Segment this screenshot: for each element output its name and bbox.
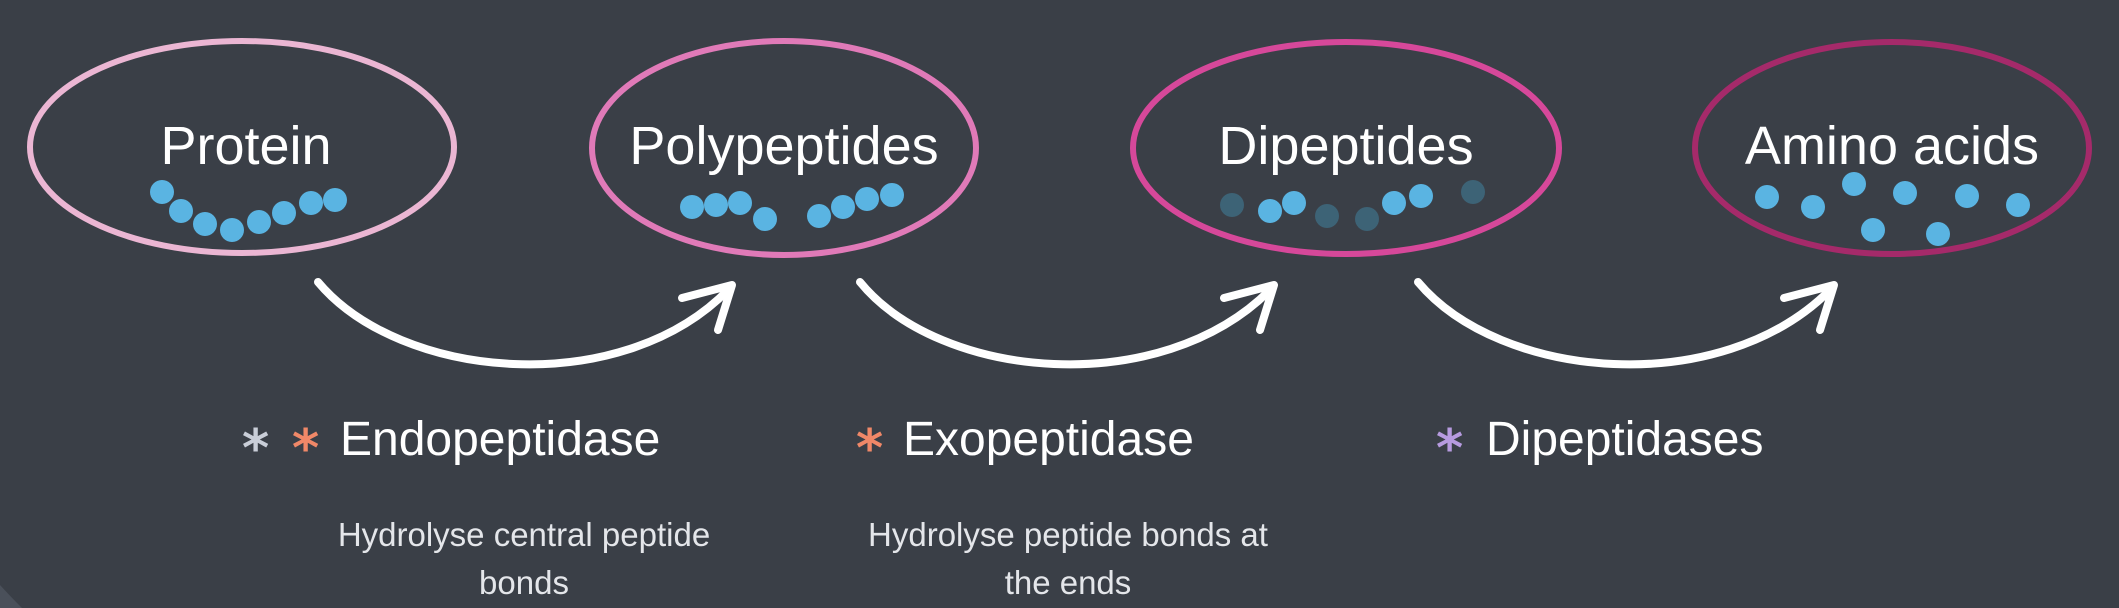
arrow-icon	[856, 278, 1278, 369]
stage-amino-acids: Amino acids	[1692, 39, 2092, 257]
asterisk-icon: *	[856, 419, 883, 479]
amino-acid-dot	[299, 191, 323, 215]
amino-acid-dot	[1893, 181, 1917, 205]
amino-acid-chain	[150, 180, 347, 242]
amino-acid-dot	[169, 199, 193, 223]
enzyme-name: Dipeptidases	[1486, 413, 1764, 466]
removed-amino-acid-dot	[1220, 193, 1244, 217]
amino-acid-dot	[193, 212, 217, 236]
amino-acid-dot	[680, 195, 704, 219]
enzyme-description: bonds	[479, 564, 569, 601]
amino-acid-dot	[1926, 222, 1950, 246]
amino-acid-dot	[272, 201, 296, 225]
stage-label: Polypeptides	[629, 116, 938, 176]
amino-acid-dot	[880, 183, 904, 207]
asterisk-icon: *	[242, 419, 269, 479]
amino-acid-dot	[1382, 191, 1406, 215]
stage-polypeptides: Polypeptides	[589, 38, 979, 258]
stage-dipeptides: Dipeptides	[1130, 39, 1562, 257]
stage-ring	[1692, 39, 2092, 257]
arrow-icon	[314, 278, 736, 369]
enzyme-dipeptidases: * Dipeptidases	[1436, 413, 1764, 479]
enzyme-name: Endopeptidase	[340, 413, 660, 466]
amino-acid-chain	[1220, 180, 1485, 231]
stage-ring	[1130, 39, 1562, 257]
amino-acid-dot	[247, 210, 271, 234]
amino-acid-dot	[323, 188, 347, 212]
amino-acid-dot	[150, 180, 174, 204]
amino-acid-chain	[1755, 172, 2030, 246]
stage-ring	[589, 38, 979, 258]
amino-acid-dot	[728, 191, 752, 215]
arrow-icon	[1414, 278, 1838, 369]
enzyme-endopeptidase: * * Endopeptidase Hydrolyse central pept…	[242, 413, 710, 601]
stage-label: Dipeptides	[1218, 116, 1473, 176]
amino-acid-chain	[680, 183, 904, 231]
amino-acid-dot	[855, 187, 879, 211]
amino-acid-dot	[2006, 193, 2030, 217]
enzyme-name: Exopeptidase	[903, 413, 1194, 466]
amino-acid-dot	[704, 193, 728, 217]
amino-acid-dot	[1955, 184, 1979, 208]
amino-acid-dot	[220, 218, 244, 242]
amino-acid-dot	[831, 195, 855, 219]
amino-acid-dot	[1755, 185, 1779, 209]
amino-acid-dot	[1282, 191, 1306, 215]
enzyme-description: Hydrolyse central peptide	[338, 516, 710, 553]
amino-acid-dot	[1861, 218, 1885, 242]
corner-decoration	[0, 585, 22, 608]
enzyme-exopeptidase: * Exopeptidase Hydrolyse peptide bonds a…	[856, 413, 1268, 601]
stage-protein: Protein	[27, 38, 457, 256]
asterisk-icon: *	[1436, 419, 1463, 479]
removed-amino-acid-dot	[1315, 204, 1339, 228]
amino-acid-dot	[1409, 184, 1433, 208]
removed-amino-acid-dot	[1461, 180, 1485, 204]
amino-acid-dot	[1842, 172, 1866, 196]
stage-label: Protein	[160, 116, 331, 176]
amino-acid-dot	[753, 207, 777, 231]
amino-acid-dot	[1258, 199, 1282, 223]
amino-acid-dot	[807, 204, 831, 228]
removed-amino-acid-dot	[1355, 207, 1379, 231]
asterisk-icon: *	[292, 419, 319, 479]
stage-ring	[27, 38, 457, 256]
enzyme-description: the ends	[1005, 564, 1132, 601]
amino-acid-dot	[1801, 195, 1825, 219]
enzyme-description: Hydrolyse peptide bonds at	[868, 516, 1268, 553]
stage-label: Amino acids	[1745, 116, 2039, 176]
